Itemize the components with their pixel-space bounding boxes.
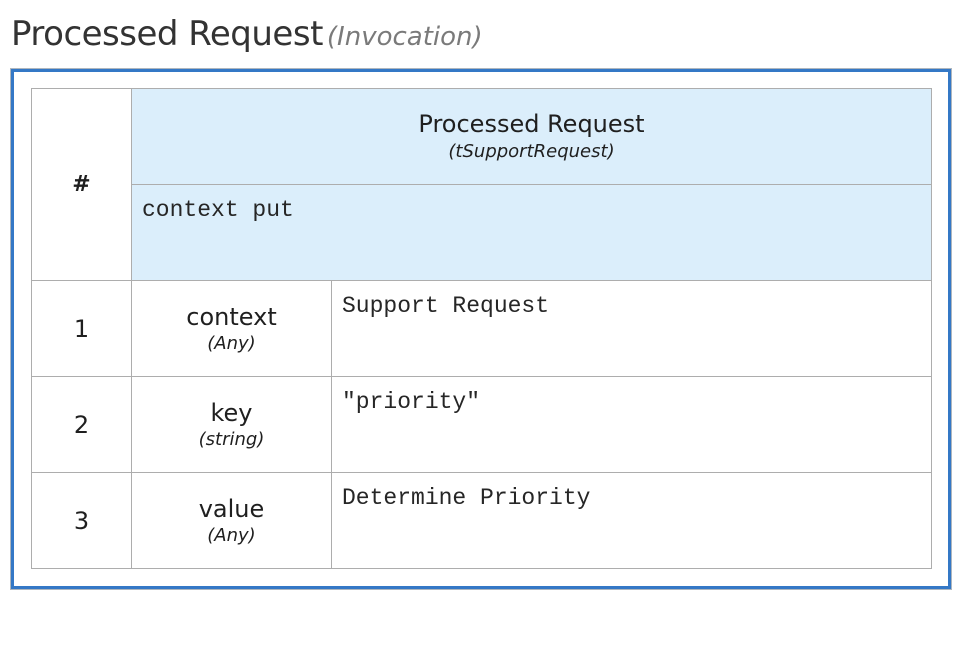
row-index: 1 [73,314,90,343]
parameter-value-cell[interactable]: Support Request [331,280,932,377]
row-index-cell[interactable]: 2 [31,376,132,473]
expression-text[interactable]: context put [142,197,294,223]
row-index-cell[interactable]: 3 [31,472,132,569]
result-type: (tSupportRequest) [448,140,615,162]
invocation-table[interactable]: # Processed Request (tSupportRequest) co… [11,69,951,589]
parameter-value[interactable]: "priority" [342,389,481,415]
expression-kind-label: (Invocation) [326,22,483,52]
row-index-cell[interactable]: 1 [31,280,132,377]
index-header-label: # [72,172,91,197]
index-header-cell: # [31,88,132,281]
parameter-cell[interactable]: key (string) [131,376,332,473]
parameter-value[interactable]: Determine Priority [342,485,591,511]
result-name[interactable]: Processed Request [418,109,645,138]
expression-cell[interactable]: context put [131,184,932,281]
parameter-value[interactable]: Support Request [342,293,550,319]
parameter-name[interactable]: key [210,398,253,427]
result-header-cell[interactable]: Processed Request (tSupportRequest) [131,88,932,185]
parameter-cell[interactable]: value (Any) [131,472,332,569]
parameter-type: (Any) [207,332,256,354]
parameter-value-cell[interactable]: "priority" [331,376,932,473]
row-index: 2 [73,410,90,439]
parameter-type: (Any) [207,524,256,546]
parameter-name[interactable]: context [186,302,277,331]
page-title: Processed Request(Invocation) [11,14,483,54]
parameter-cell[interactable]: context (Any) [131,280,332,377]
parameter-value-cell[interactable]: Determine Priority [331,472,932,569]
parameter-type: (string) [198,428,265,450]
parameter-name[interactable]: value [198,494,265,523]
row-index: 3 [73,506,90,535]
decision-name[interactable]: Processed Request [11,14,323,54]
